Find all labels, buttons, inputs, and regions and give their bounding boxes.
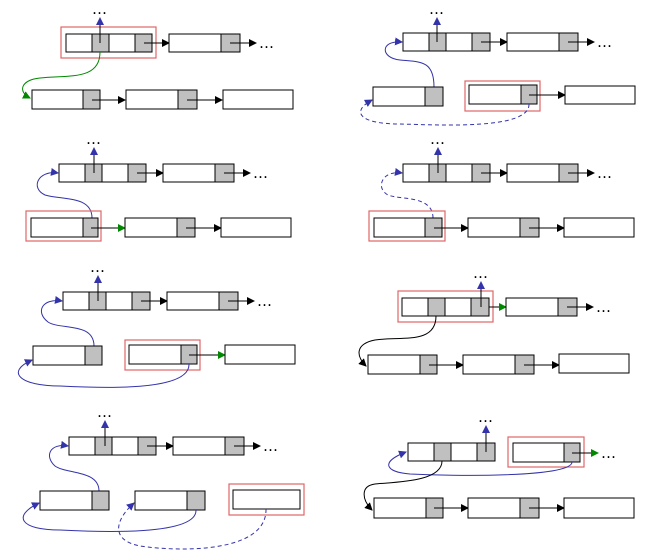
node [512, 442, 581, 463]
panel-step-6: … … [358, 264, 630, 375]
double-node [58, 163, 147, 183]
ellipsis: … [597, 33, 612, 51]
ellipsis: … [263, 437, 278, 455]
ellipsis: … [257, 292, 272, 310]
highlight-box [507, 436, 585, 468]
link-curve [388, 450, 573, 476]
ellipsis-up: … [430, 130, 445, 148]
panel-step-2: … … [360, 0, 636, 126]
panel-step-1: … … [21, 0, 294, 110]
link-curve [358, 315, 437, 367]
ellipsis-up: … [429, 0, 444, 18]
highlight-box [25, 210, 102, 242]
tail-node [563, 497, 635, 519]
panel-step-5: … … [18, 258, 296, 388]
tail-node [558, 353, 630, 374]
ellipsis-up: … [478, 408, 493, 426]
ellipsis-up: … [92, 0, 107, 18]
node [505, 297, 578, 317]
double-node [68, 436, 157, 456]
panel-step-4: … … [368, 130, 635, 242]
node [31, 89, 101, 110]
double-node [62, 291, 151, 311]
link-curve [36, 168, 93, 219]
ellipsis-up: … [473, 264, 488, 282]
node [462, 354, 535, 375]
tail-node [224, 344, 296, 365]
node [372, 86, 444, 107]
node [367, 354, 438, 375]
link-curve [384, 37, 435, 88]
tail-node [220, 217, 292, 238]
node [467, 497, 540, 519]
node [39, 490, 110, 511]
node [168, 33, 241, 53]
ellipsis-up: … [97, 403, 112, 421]
node [468, 84, 538, 105]
node [32, 345, 103, 366]
double-node [402, 32, 491, 52]
down-link-curve [363, 460, 443, 511]
tail-node [563, 217, 635, 238]
highlight-box [228, 483, 305, 516]
node [373, 217, 443, 238]
ellipsis: … [259, 34, 274, 52]
double-node [65, 33, 153, 53]
dashed-link-curve [380, 168, 434, 219]
new-link-curve [21, 51, 101, 99]
node [30, 217, 99, 238]
node [506, 32, 579, 52]
link-curve [40, 296, 95, 347]
node [134, 490, 206, 511]
double-node [401, 297, 490, 317]
link-curve-bottom [22, 502, 197, 532]
link-curve [49, 440, 100, 492]
tail-node [232, 489, 301, 510]
panel-step-8: … … [363, 408, 635, 519]
node [506, 163, 579, 183]
node [373, 497, 444, 519]
ellipsis: … [601, 444, 616, 462]
link-curve-bottom [18, 359, 190, 388]
node [125, 89, 198, 110]
panel-step-3: … … [25, 130, 292, 242]
highlight-box [368, 210, 446, 242]
ellipsis-up: … [90, 258, 105, 276]
highlight-box [464, 80, 541, 112]
ellipsis: … [596, 298, 611, 316]
node [162, 163, 235, 183]
node [124, 217, 196, 238]
ellipsis: … [253, 164, 268, 182]
ellipsis: … [597, 164, 612, 182]
ellipsis-up: … [86, 130, 101, 148]
node [128, 344, 198, 365]
dashed-link-curve [118, 502, 267, 550]
tail-node [564, 85, 636, 105]
panel-step-7: … … [22, 403, 305, 550]
node [467, 217, 540, 238]
tail-node [222, 89, 294, 110]
dashed-link-curve [360, 99, 530, 126]
double-node [407, 442, 496, 462]
double-node [402, 163, 491, 183]
node [172, 436, 245, 456]
node [166, 291, 239, 311]
